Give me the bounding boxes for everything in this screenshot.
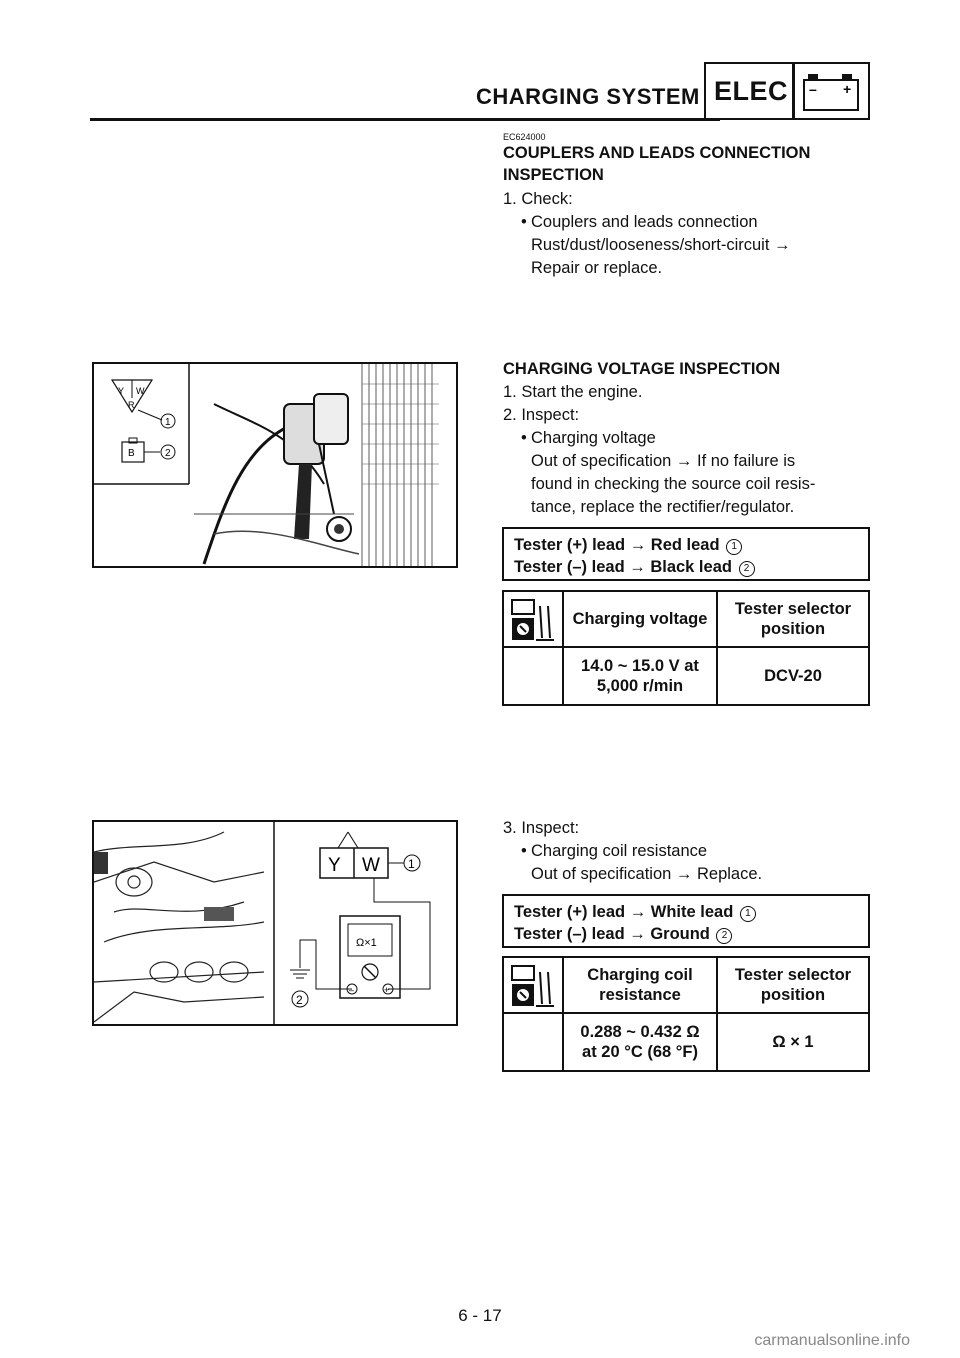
fig2-callout-1: 1 <box>408 857 415 871</box>
fig1-label-b: B <box>128 448 135 459</box>
fig2-meter-scale: Ω×1 <box>356 937 377 949</box>
battery-minus: – <box>809 81 817 97</box>
section-title: CHARGING SYSTEM <box>476 84 700 109</box>
section2-bullet: Charging voltage <box>531 429 656 447</box>
section2-spec-line1: Tester (+) lead → Red lead <box>514 536 720 554</box>
watermark: carmanualsonline.info <box>754 1332 910 1349</box>
section3-bullet: Charging coil resistance <box>531 842 708 860</box>
fig2-minus: – <box>349 985 354 995</box>
fig2-label-w: W <box>362 855 380 876</box>
battery-plus: + <box>843 81 851 97</box>
table-cell-selector-value: DCV-20 <box>764 667 822 685</box>
section1-detail-line2: Repair or replace. <box>531 259 663 277</box>
section2-detail-line2: found in checking the source coil resis- <box>531 475 816 493</box>
section-code: EC624000 <box>503 132 546 142</box>
table-header-charging-voltage: Charging voltage <box>572 610 708 628</box>
page-number: 6 - 17 <box>458 1306 502 1325</box>
fig1-callout-1: 1 <box>165 417 171 428</box>
table-cell-resistance-value: 0.288 ~ 0.432 Ω at 20 °C (68 °F) <box>580 1023 700 1061</box>
bullet-icon: • <box>521 842 527 860</box>
section3-step3: 3. Inspect: <box>503 819 580 837</box>
section2-spec-line2: Tester (–) lead → Black lead <box>514 558 732 576</box>
section1-bullet1: Couplers and leads connection <box>531 213 758 231</box>
table-header-selector: Tester selector position <box>734 966 852 1004</box>
callout-1-icon: 1 <box>726 539 743 555</box>
fig1-callout-2: 2 <box>165 448 171 459</box>
section3-spec-line1: Tester (+) lead → White lead <box>514 903 734 921</box>
charging-voltage-illustration: Y W R 1 B 2 <box>94 364 439 566</box>
table-cell-selector-value: Ω × 1 <box>772 1033 814 1051</box>
chapter-badge: – + <box>704 62 870 120</box>
section3-detail: Out of specification → Replace. <box>531 865 763 883</box>
section2-spec-box: Tester (+) lead → Red lead 1 Tester (–) … <box>502 527 870 581</box>
section2-spec-table: Charging voltage Tester selector positio… <box>502 590 870 706</box>
section1-detail-line1: Rust/dust/looseness/short-circuit → <box>531 236 791 254</box>
section2-detail-line1: Out of specification → If no failure is <box>531 452 796 470</box>
chapter-label: ELEC <box>714 76 789 106</box>
header-rule <box>90 118 720 121</box>
callout-2-icon: 2 <box>738 561 755 577</box>
bullet-icon: • <box>521 213 527 231</box>
section3-spec-line2: Tester (–) lead → Ground <box>514 925 710 943</box>
charging-voltage-figure: Y W R 1 B 2 <box>92 362 458 568</box>
fig1-label-r: R <box>128 400 135 410</box>
callout-1-icon: 1 <box>739 906 756 922</box>
badge-divider <box>792 64 795 118</box>
multimeter-icon <box>511 599 554 641</box>
charging-coil-illustration: Y W 1 Ω×1 – + 2 <box>94 822 431 1024</box>
section1-step1: 1. Check: <box>503 190 573 208</box>
table-header-coil-resistance: Charging coil resistance <box>587 966 693 1004</box>
section3-spec-box: Tester (+) lead → White lead 1 Tester (–… <box>502 894 870 948</box>
fig1-label-w: W <box>136 386 145 396</box>
section2-detail-line3: tance, replace the rectifier/regulator. <box>531 498 795 516</box>
section2-step1: 1. Start the engine. <box>503 383 643 401</box>
callout-2-icon: 2 <box>716 928 733 944</box>
section1-heading-line1: COUPLERS AND LEADS CONNECTION <box>503 144 811 162</box>
section2-heading: CHARGING VOLTAGE INSPECTION <box>503 360 781 378</box>
bullet-icon: • <box>521 429 527 447</box>
section3-spec-table: Charging coil resistance Tester selector… <box>502 956 870 1072</box>
table-header-selector: Tester selector position <box>734 600 852 638</box>
multimeter-icon <box>511 965 554 1007</box>
battery-icon: – + <box>803 74 859 111</box>
table-cell-voltage-value: 14.0 ~ 15.0 V at 5,000 r/min <box>581 657 699 695</box>
fig1-label-y: Y <box>118 386 124 396</box>
section2-step2: 2. Inspect: <box>503 406 580 424</box>
charging-coil-figure: Y W 1 Ω×1 – + 2 <box>92 820 458 1026</box>
section1-heading-line2: INSPECTION <box>503 166 604 184</box>
fig2-callout-2: 2 <box>296 993 303 1007</box>
fig2-label-y: Y <box>328 855 341 876</box>
fig2-plus: + <box>384 985 389 995</box>
